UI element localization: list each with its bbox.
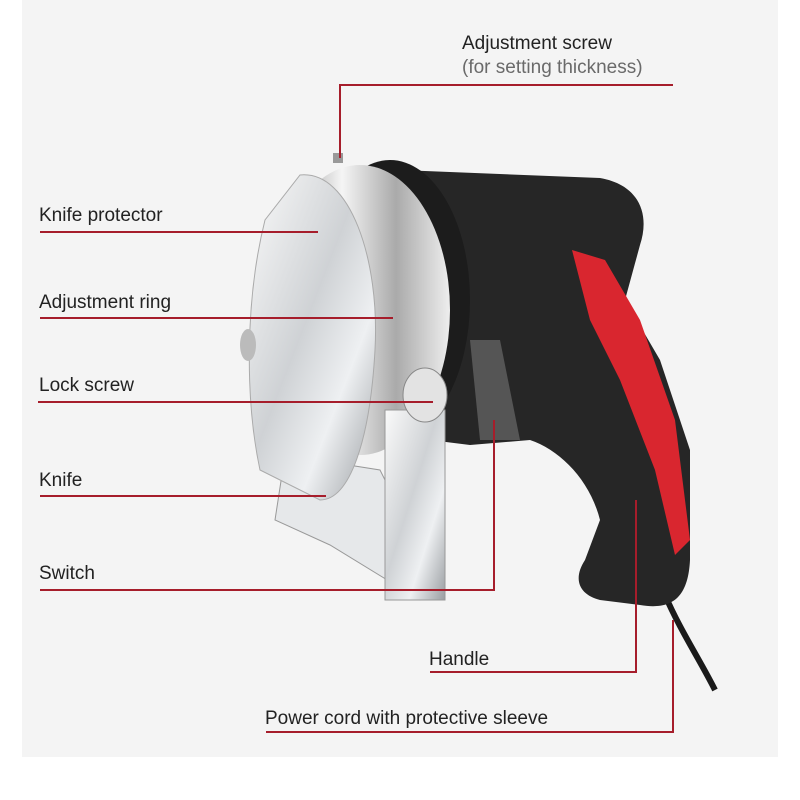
- leader-adjustment-screw-v: [339, 84, 341, 158]
- rear-knob: [240, 329, 256, 361]
- leader-handle-v: [635, 500, 637, 673]
- label-knife-protector: Knife protector: [39, 205, 163, 226]
- leader-switch-v: [493, 420, 495, 591]
- label-switch: Switch: [39, 563, 95, 584]
- leader-knife: [40, 495, 326, 497]
- leader-power-cord-v: [672, 620, 674, 733]
- label-lock-screw: Lock screw: [39, 375, 135, 396]
- switch: [470, 340, 520, 440]
- label-power-cord: Power cord with protective sleeve: [265, 708, 549, 729]
- handle-grip-red: [572, 250, 690, 555]
- leader-adjustment-screw-h: [339, 84, 673, 86]
- leader-switch-h: [40, 589, 495, 591]
- motor-housing: [400, 170, 690, 607]
- label-handle: Handle: [429, 649, 490, 670]
- knife-protector: [248, 174, 377, 501]
- label-adjustment-ring: Adjustment ring: [39, 292, 172, 313]
- leader-power-cord-h: [266, 731, 674, 733]
- leader-lock-screw: [38, 401, 433, 403]
- label-adjustment-screw-note: (for setting thickness): [462, 57, 643, 78]
- leader-adjustment-ring: [40, 317, 393, 319]
- power-cord: [662, 593, 718, 692]
- leader-knife-protector: [40, 231, 318, 233]
- guard-plate: [384, 409, 446, 601]
- label-knife: Knife: [39, 470, 83, 491]
- label-adjustment-screw: Adjustment screw: [462, 33, 612, 54]
- lock-screw: [402, 367, 448, 423]
- leader-handle-h: [430, 671, 637, 673]
- adjustment-screw: [333, 153, 343, 163]
